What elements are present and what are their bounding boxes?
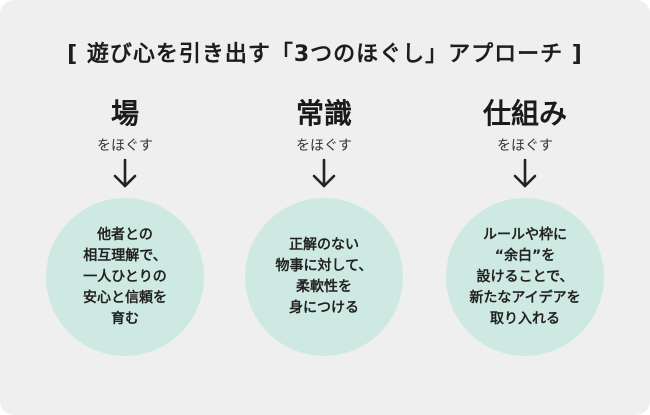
circle-line: “余白”を <box>494 247 556 264</box>
circle-line: ルールや枠に <box>483 226 567 243</box>
arrow-down-icon <box>113 158 137 188</box>
column-subheading: をほぐす <box>97 138 153 154</box>
circle-line: 相互理解で、 <box>83 247 167 264</box>
column-subheading: をほぐす <box>497 138 553 154</box>
circle-line: 正解のない <box>288 237 359 253</box>
circle-text: 他者との 相互理解で、 一人ひとりの 安心と信頼を 育む <box>83 225 167 330</box>
column-ba: 場 をほぐす 他者との 相互理解で、 一人ひとりの 安心と信頼を 育む <box>25 0 225 415</box>
arrow-down-icon <box>513 158 537 188</box>
column-heading: 常識 <box>295 97 352 130</box>
circle-line: 安心と信頼を <box>83 289 167 306</box>
circle-line: 設けることで、 <box>476 268 574 285</box>
column-subheading: をほぐす <box>296 138 352 154</box>
circle-text: ルールや枠に “余白”を 設けることで、 新たなアイデアを 取り入れる <box>469 225 580 330</box>
circle-line: 他者との <box>97 226 153 243</box>
circle-text: 正解のない 物事に対して、 柔軟性を 身につける <box>276 235 373 319</box>
circle-line: 新たなアイデアを <box>469 289 581 306</box>
column-heading: 場 <box>110 97 139 130</box>
circle-line: 物事に対して、 <box>275 258 373 274</box>
circle-line: 育む <box>111 310 139 327</box>
column-shikumi: 仕組み をほぐす ルールや枠に “余白”を 設けることで、 新たなアイデアを 取… <box>425 0 625 415</box>
circle-line: 身につける <box>288 300 359 316</box>
column-circle: 正解のない 物事に対して、 柔軟性を 身につける <box>245 198 403 356</box>
circle-line: 一人ひとりの <box>83 268 167 285</box>
column-joushiki: 常識 をほぐす 正解のない 物事に対して、 柔軟性を 身につける <box>224 0 424 415</box>
arrow-down-icon <box>312 158 336 188</box>
diagram-title: [ 遊び心を引き出す「3つのほぐし」アプローチ ] <box>67 42 583 67</box>
circle-line: 柔軟性を <box>295 279 352 295</box>
circle-line: 取り入れる <box>490 310 560 327</box>
column-heading: 仕組み <box>482 97 567 130</box>
column-circle: 他者との 相互理解で、 一人ひとりの 安心と信頼を 育む <box>46 198 204 356</box>
column-circle: ルールや枠に “余白”を 設けることで、 新たなアイデアを 取り入れる <box>446 198 604 356</box>
